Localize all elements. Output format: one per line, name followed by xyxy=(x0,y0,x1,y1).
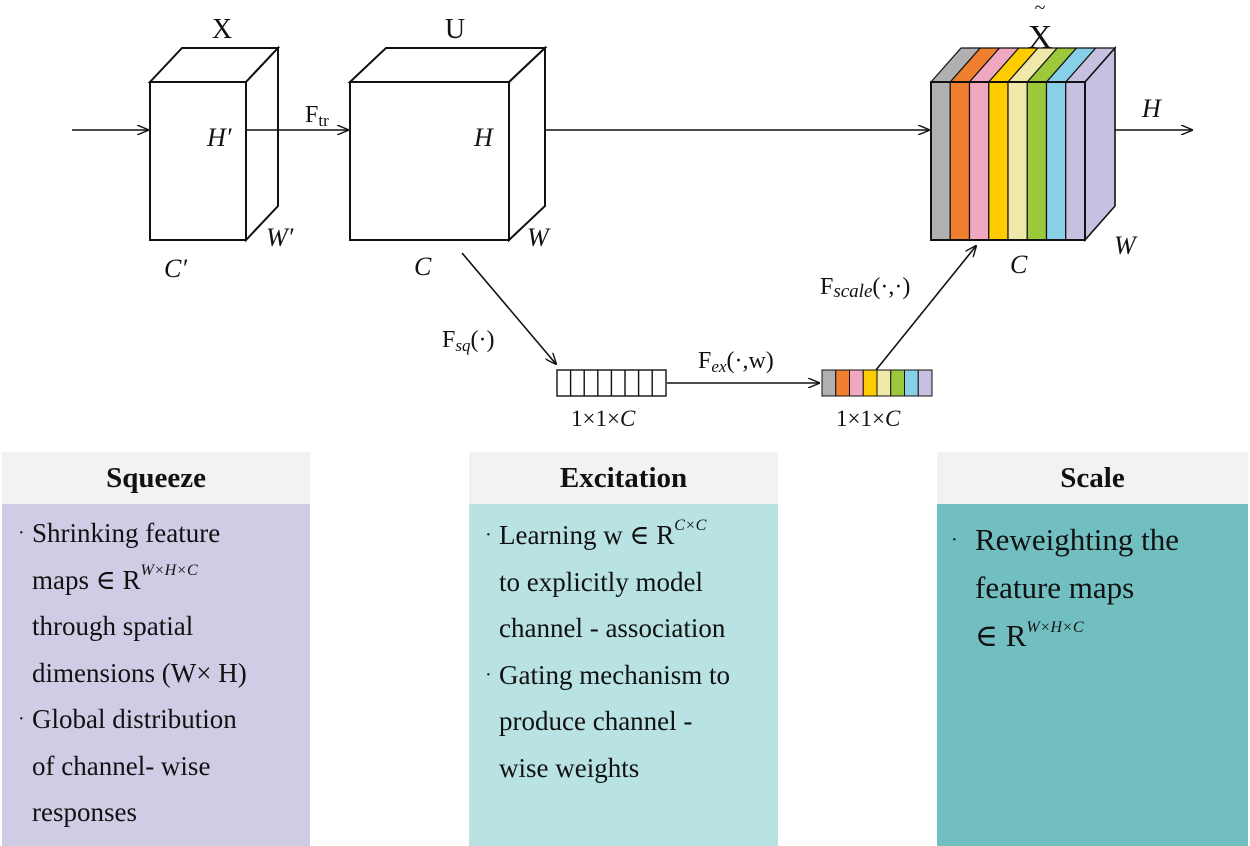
excitation-vector-cell xyxy=(876,369,892,397)
channel-slice-front xyxy=(949,81,971,241)
excitation-bullet-2: ·Gating mechanism to produce channel - w… xyxy=(485,659,730,783)
excitation-title: Excitation xyxy=(469,452,778,504)
excitation-body: ·Learning w ∈ RC×C to explicitly model c… xyxy=(469,504,778,846)
tensor-x-cuboid xyxy=(147,45,281,243)
tensor-x-height-label: H′ xyxy=(206,123,232,152)
squeeze-bullet-1: ·Shrinking feature maps ∈ RW×H×C through… xyxy=(18,518,247,688)
squeeze-b1-line1: Shrinking feature xyxy=(32,518,221,548)
tensor-u-cuboid xyxy=(347,45,548,243)
f-sq-label: Fsq(·) xyxy=(442,327,494,355)
excitation-b2-line1: Gating mechanism to xyxy=(499,659,730,690)
excitation-b1-sup: C×C xyxy=(674,517,707,534)
tensor-u-channel-label: C xyxy=(414,252,432,281)
tilde-mark: ~ xyxy=(1035,0,1046,19)
tensor-u-height-label: H xyxy=(473,123,494,152)
f-sq-arrow xyxy=(461,252,556,364)
channel-slice-front xyxy=(1045,81,1067,241)
tensor-x-width-label: W′ xyxy=(266,223,294,252)
excitation-b1-line3: channel - association xyxy=(499,613,726,643)
tensor-out-width-label: W xyxy=(1114,231,1138,260)
scale-b1-line3: ∈ R xyxy=(975,618,1027,653)
tensor-x-channel-label: C′ xyxy=(164,254,187,283)
scale-panel: Scale ·Reweighting the feature maps ∈ RW… xyxy=(937,452,1248,846)
se-block-diagram: X H′ W′ C′ Ftr U H W C Fsq(·) 1×1×C Fex(… xyxy=(72,0,1250,431)
channel-cuboid-side xyxy=(1084,45,1116,243)
channel-cuboid-outline xyxy=(930,81,1086,241)
channel-slice-front xyxy=(1065,81,1086,241)
excitation-vector-cell xyxy=(835,369,850,397)
channel-slice-front xyxy=(1026,81,1048,241)
squeeze-body: ·Shrinking feature maps ∈ RW×H×C through… xyxy=(2,504,310,846)
tensor-x-label: X xyxy=(212,14,232,45)
squeeze-b1-line4: dimensions (W× H) xyxy=(32,657,247,688)
tensor-u-label: U xyxy=(445,14,465,45)
excitation-bullet-1: ·Learning w ∈ RC×C to explicitly model c… xyxy=(485,517,726,644)
scale-bullet-1: ·Reweighting the feature maps ∈ RW×H×C xyxy=(951,522,1180,653)
excitation-vector-dims: 1×1×C xyxy=(836,406,901,431)
channel-slice-front xyxy=(930,81,951,241)
scale-body: ·Reweighting the feature maps ∈ RW×H×C xyxy=(937,504,1248,846)
scale-b1-line1: Reweighting the xyxy=(975,522,1180,557)
scale-b1-sup: W×H×C xyxy=(1026,619,1084,636)
squeeze-title: Squeeze xyxy=(2,452,310,504)
squeeze-b1-line2: maps ∈ R xyxy=(32,564,141,595)
tensor-x-tilde-cuboid xyxy=(929,45,1117,243)
channel-slice-front xyxy=(1007,81,1028,241)
squeeze-b2-line2: of channel- wise xyxy=(32,750,211,781)
channel-slice-front xyxy=(988,81,1009,241)
squeeze-b1-sup: W×H×C xyxy=(140,561,198,579)
squeeze-vector-dims: 1×1×C xyxy=(571,406,636,431)
excitation-vector-cell xyxy=(917,369,933,397)
f-tr-label: Ftr xyxy=(305,102,329,130)
excitation-vector-cell xyxy=(862,369,878,397)
excitation-b2-line2: produce channel - xyxy=(499,706,693,736)
squeeze-b1-line3: through spatial xyxy=(32,611,194,641)
excitation-b1-line2: to explicitly model xyxy=(499,566,703,597)
excitation-vector-cell xyxy=(821,369,837,397)
tensor-x-tilde-label: X xyxy=(1028,19,1053,56)
squeeze-b2-line3: responses xyxy=(32,797,137,827)
output-height-label: H xyxy=(1141,94,1162,123)
f-ex-label: Fex(·,w) xyxy=(698,348,774,376)
squeeze-b2-line1: Global distribution xyxy=(32,704,237,734)
excitation-b1-line1: Learning w ∈ R xyxy=(499,520,675,550)
squeeze-panel: Squeeze ·Shrinking feature maps ∈ RW×H×C… xyxy=(2,452,310,846)
excitation-b2-line3: wise weights xyxy=(499,752,640,783)
channel-slice-front xyxy=(968,81,990,241)
squeeze-vector xyxy=(556,369,667,397)
excitation-vector-cell xyxy=(890,369,905,397)
scale-title: Scale xyxy=(937,452,1248,504)
scale-b1-line2: feature maps xyxy=(975,570,1135,605)
tensor-out-channel-label: C xyxy=(1010,250,1028,279)
excitation-vector xyxy=(821,369,933,397)
excitation-panel: Excitation ·Learning w ∈ RC×C to explici… xyxy=(469,452,778,846)
tensor-u-width-label: W xyxy=(527,223,551,252)
excitation-vector-cell xyxy=(849,369,864,397)
f-scale-arrow xyxy=(875,246,976,371)
squeeze-bullet-2: ·Global distribution of channel- wise re… xyxy=(18,704,237,827)
excitation-vector-cell xyxy=(904,369,919,397)
f-scale-label: Fscale(·,·) xyxy=(820,274,910,302)
